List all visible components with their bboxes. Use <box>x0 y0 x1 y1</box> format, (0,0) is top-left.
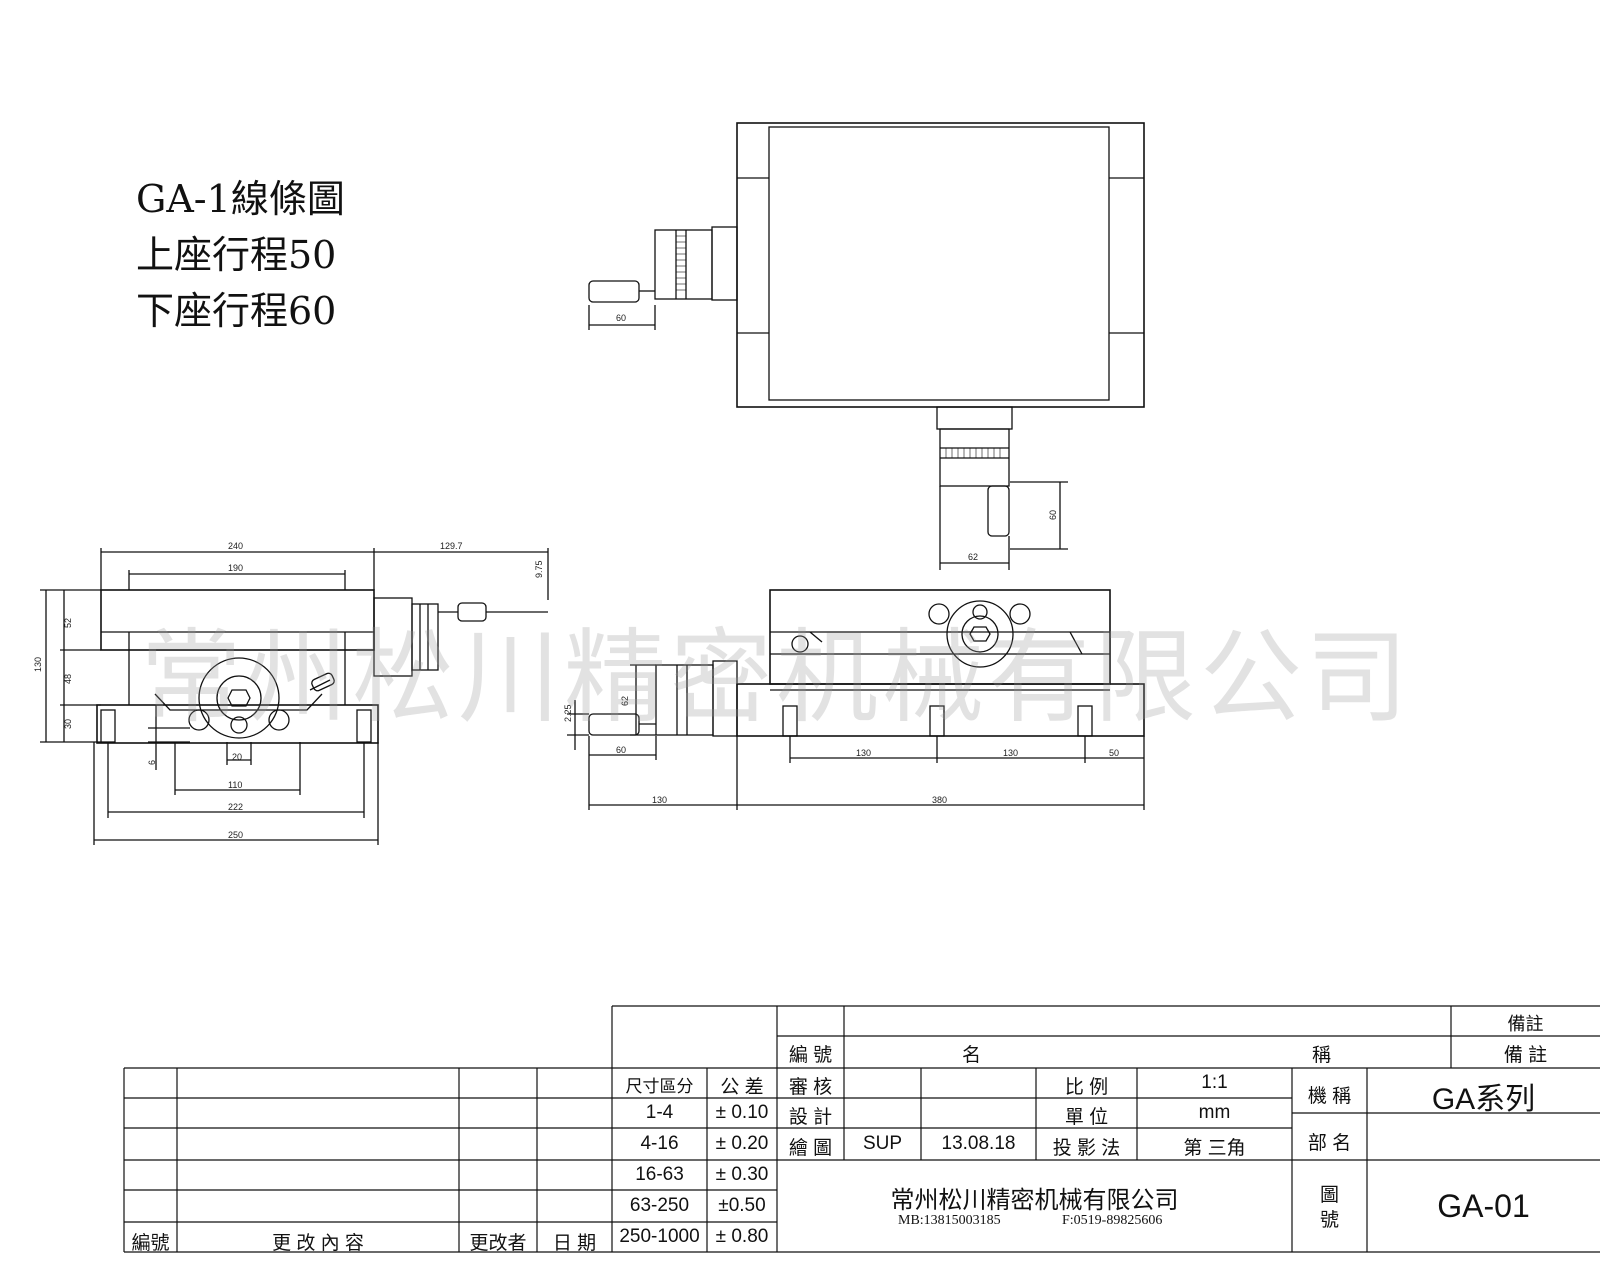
dim-end-total: 130 <box>33 657 43 672</box>
dim-end-reach: 129.7 <box>440 541 463 551</box>
review-label: 審 核 <box>788 1077 833 1098</box>
dim-end-slot: 20 <box>232 752 242 762</box>
scale-label: 比 例 <box>1064 1077 1109 1098</box>
dim-end-base: 250 <box>228 830 243 840</box>
dim-side-spacing-3: 50 <box>1109 748 1119 758</box>
tol-value: ± 0.20 <box>715 1133 769 1154</box>
tol-range: 1-4 <box>645 1102 674 1123</box>
unit-value: mm <box>1198 1102 1231 1123</box>
dim-end-30: 30 <box>63 719 73 729</box>
machine-label: 機 稱 <box>1307 1086 1352 1107</box>
tol-header-range: 尺寸區分 <box>625 1077 694 1096</box>
title-block-grid <box>123 1005 1600 1253</box>
dimension-labels: 60 60 62 240 190 129.7 9.75 52 48 30 130… <box>33 313 1119 840</box>
top-view <box>588 122 1145 570</box>
dim-side-handle-w: 60 <box>616 745 626 755</box>
change-date-label: 日 期 <box>552 1233 597 1254</box>
dim-end-slot-width: 110 <box>228 780 242 790</box>
machine-value: GA系列 <box>1431 1083 1536 1116</box>
company-mobile: MB:13815003185 <box>898 1213 1001 1228</box>
tol-range: 16-63 <box>635 1164 684 1185</box>
change-content-label: 更 改 內 容 <box>272 1233 364 1254</box>
tol-value: ± 0.30 <box>715 1164 769 1185</box>
dim-end-6: 6 <box>147 760 157 765</box>
dim-end-48: 48 <box>63 674 73 684</box>
design-label: 設 計 <box>788 1107 833 1128</box>
tol-value: ±0.50 <box>718 1195 766 1216</box>
dim-side-spacing-1: 130 <box>856 748 871 758</box>
tol-range: 63-250 <box>629 1195 690 1216</box>
col-name-b: 稱 <box>1312 1045 1332 1066</box>
tol-value: ± 0.10 <box>715 1102 769 1123</box>
part-label: 部 名 <box>1307 1133 1352 1154</box>
tol-header-tol: 公 差 <box>720 1077 764 1098</box>
dim-side-spacing-2: 130 <box>1003 748 1018 758</box>
drawn-label: 繪 圖 <box>788 1138 833 1159</box>
drawn-date: 13.08.18 <box>941 1133 1016 1154</box>
company-name: 常州松川精密机械有限公司 <box>890 1186 1179 1214</box>
end-view <box>40 548 549 845</box>
tol-range: 4-16 <box>640 1133 679 1154</box>
col-remarks: 備 註 <box>1503 1045 1548 1066</box>
col-number: 編 號 <box>788 1045 833 1066</box>
dim-top-handle-height: 60 <box>1048 510 1058 520</box>
drawing-no-label-a: 圖 <box>1319 1185 1339 1206</box>
dim-top-handle: 60 <box>616 313 626 323</box>
dim-side-length: 380 <box>932 795 947 805</box>
drawn-by: SUP <box>862 1133 903 1154</box>
projection-value: 第 三角 <box>1183 1138 1246 1159</box>
dim-end-offset: 9.75 <box>534 560 544 578</box>
heading-line-1: GA-1線條圖 <box>136 177 345 221</box>
remarks-header: 備註 <box>1507 1014 1544 1034</box>
scale-value: 1:1 <box>1201 1072 1228 1093</box>
col-name-a: 名 <box>962 1045 982 1066</box>
dim-side-handle-off: 2.25 <box>563 704 573 722</box>
dim-end-bolt: 222 <box>228 802 243 812</box>
dim-end-inner: 190 <box>228 563 243 573</box>
drawing-number: GA-01 <box>1437 1188 1530 1224</box>
changed-by-label: 更改者 <box>469 1233 527 1254</box>
change-number-label: 編號 <box>131 1233 170 1254</box>
heading-line-2: 上座行程50 <box>136 233 337 277</box>
dim-top-handle-width: 62 <box>968 552 978 562</box>
dim-side-handle-h: 62 <box>620 696 630 706</box>
dim-side-overhang: 130 <box>652 795 667 805</box>
heading-line-3: 下座行程60 <box>136 289 337 333</box>
unit-label: 單 位 <box>1064 1107 1109 1128</box>
drawing-no-label-b: 號 <box>1319 1210 1339 1231</box>
projection-label: 投 影 法 <box>1052 1138 1121 1159</box>
dim-end-52: 52 <box>63 618 73 628</box>
company-fax: F:0519-89825606 <box>1062 1213 1163 1228</box>
tol-value: ± 0.80 <box>715 1226 769 1247</box>
side-view <box>567 589 1145 810</box>
dim-end-width: 240 <box>228 541 243 551</box>
tol-range: 250-1000 <box>619 1226 700 1247</box>
